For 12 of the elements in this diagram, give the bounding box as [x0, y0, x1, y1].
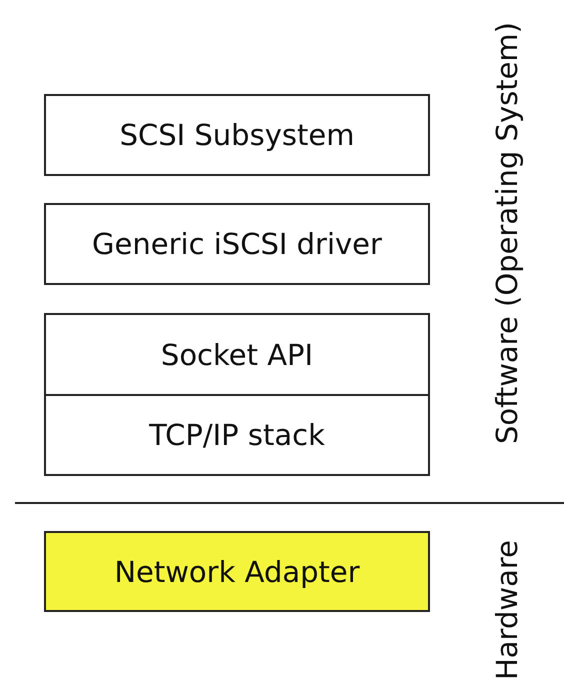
- section-label: Software (Operating System): [490, 22, 524, 444]
- section-label: Hardware: [490, 540, 524, 680]
- layer-box: [44, 94, 430, 176]
- layer-label: SCSI Subsystem: [120, 118, 354, 152]
- layer-label: TCP/IP stack: [149, 418, 325, 452]
- layer-label: Socket API: [160, 338, 314, 372]
- layer-box: [44, 531, 430, 612]
- layer-box: [44, 313, 430, 396]
- layer-label: Generic iSCSI driver: [92, 227, 382, 261]
- layer-box: [44, 394, 430, 476]
- layer-label: Network Adapter: [114, 554, 360, 588]
- layer-box: [44, 203, 430, 285]
